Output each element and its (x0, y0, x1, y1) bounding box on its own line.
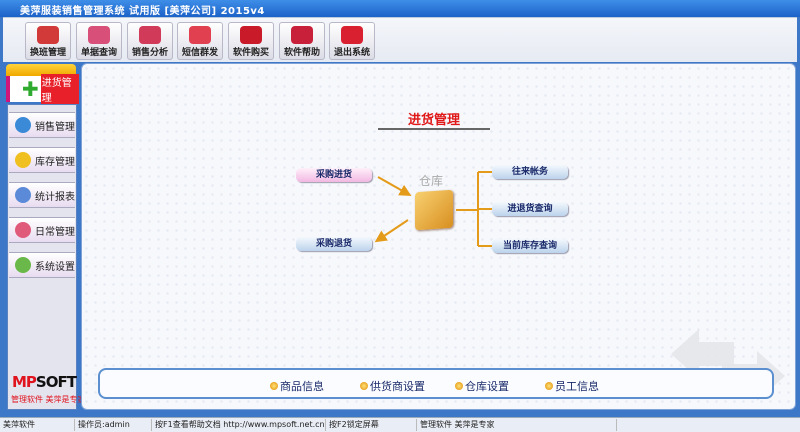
toolbar-button-3[interactable]: 短信群发 (177, 22, 223, 60)
sidebar-item-0[interactable]: 销售管理 (9, 112, 75, 138)
power-icon (341, 26, 363, 44)
status-field-4: 管理软件 美萍是专家 (417, 419, 617, 431)
toolbar-button-6[interactable]: 退出系统 (329, 22, 375, 60)
in-return-query-button[interactable]: 进退货查询 (492, 202, 568, 216)
sidebar-item-label: 进货管理 (40, 74, 79, 104)
sidebar-item-4[interactable]: 系统设置 (9, 252, 75, 278)
toolbar-button-label: 销售分析 (131, 48, 168, 58)
title-bar: 美萍服装销售管理系统 试用版 [美萍公司] 2015v4 (0, 0, 800, 17)
stock-query-button[interactable]: 当前库存查询 (492, 239, 568, 253)
bullet-icon (455, 382, 463, 390)
sidebar-item-2[interactable]: 统计报表 (9, 182, 75, 208)
bottom-link-3[interactable]: 员工信息 (545, 378, 599, 394)
basic-info-bar: 商品信息 供货商设置 仓库设置 员工信息 (98, 368, 774, 399)
yen-icon (240, 26, 262, 44)
sidebar-item-purchase[interactable]: ✚ 进货管理 (6, 74, 79, 104)
toolbar-button-2[interactable]: 销售分析 (127, 22, 173, 60)
sidebar-item-1[interactable]: 库存管理 (9, 147, 75, 173)
bottom-link-1[interactable]: 供货商设置 (360, 378, 425, 394)
bullet-icon (270, 382, 278, 390)
purchase-in-button[interactable]: 采购进货 (296, 168, 372, 182)
sidebar-item-label: 库存管理 (35, 156, 75, 168)
status-field-2: 按F1查看帮助文档 http://www.mpsoft.net.cn (152, 419, 326, 431)
status-field-1: 操作员:admin (75, 419, 152, 431)
title-underline (378, 128, 490, 130)
tools-icon (15, 222, 31, 238)
toolbar-button-4[interactable]: 软件购买 (228, 22, 274, 60)
mail-icon (189, 26, 211, 44)
toolbar: 换班管理 单据查询 销售分析 短信群发 软件购买 软件帮助 退出系统 (3, 17, 797, 62)
bottom-link-0[interactable]: 商品信息 (270, 378, 324, 394)
bar-chart-icon (15, 187, 31, 203)
main-panel: 进货管理 采购进货 采购退货 往来帐务 进退货查询 当前库存查询 仓库 商品信息… (81, 63, 796, 410)
sidebar-item-label: 日常管理 (35, 226, 75, 238)
toolbar-button-1[interactable]: 单据查询 (76, 22, 122, 60)
users-icon (37, 26, 59, 44)
sidebar-item-label: 系统设置 (35, 261, 75, 273)
bottom-link-label: 供货商设置 (370, 380, 425, 393)
toolbar-button-0[interactable]: 换班管理 (25, 22, 71, 60)
bottom-link-label: 商品信息 (280, 380, 324, 393)
warehouse-label: 仓库 (419, 174, 444, 188)
plus-icon: ✚ (22, 77, 39, 101)
toolbar-button-label: 软件帮助 (283, 48, 320, 58)
accounts-button[interactable]: 往来帐务 (492, 165, 568, 179)
bullet-icon (545, 382, 553, 390)
bullet-icon (360, 382, 368, 390)
pie-chart-icon (15, 117, 31, 133)
sidebar-item-label: 销售管理 (35, 121, 75, 133)
toolbar-button-label: 短信群发 (181, 48, 218, 58)
sidebar-list: MPSOFT 管理软件 美萍是专家 销售管理库存管理统计报表日常管理系统设置 (7, 104, 86, 410)
status-field-3: 按F2锁定屏幕 (326, 419, 417, 431)
toolbar-button-label: 换班管理 (29, 48, 66, 58)
bottom-link-label: 仓库设置 (465, 380, 509, 393)
toolbar-button-label: 单据查询 (80, 48, 117, 58)
logo-slogan: 管理软件 美萍是专家 (11, 395, 86, 404)
toolbar-button-5[interactable]: 软件帮助 (279, 22, 325, 60)
sidebar: ✚ 进货管理 MPSOFT 管理软件 美萍是专家 销售管理库存管理统计报表日常管… (3, 62, 86, 411)
sidebar-item-label: 统计报表 (35, 191, 75, 203)
sidebar-tab[interactable] (6, 64, 76, 76)
toolbar-button-label: 退出系统 (333, 48, 370, 58)
star-icon (15, 152, 31, 168)
bar-chart-icon (139, 26, 161, 44)
purchase-return-button[interactable]: 采购退货 (296, 237, 372, 251)
status-field-0: 美萍软件 (0, 419, 75, 431)
bottom-link-2[interactable]: 仓库设置 (455, 378, 509, 394)
search-icon (88, 26, 110, 44)
sidebar-item-3[interactable]: 日常管理 (9, 217, 75, 243)
gear-icon (15, 257, 31, 273)
page-title: 进货管理 (407, 113, 460, 128)
mpsoft-logo: MPSOFT (12, 373, 77, 391)
help-icon (291, 26, 313, 44)
bottom-link-label: 员工信息 (555, 380, 599, 393)
flow-arrows (374, 171, 785, 401)
toolbar-button-label: 软件购买 (232, 48, 269, 58)
